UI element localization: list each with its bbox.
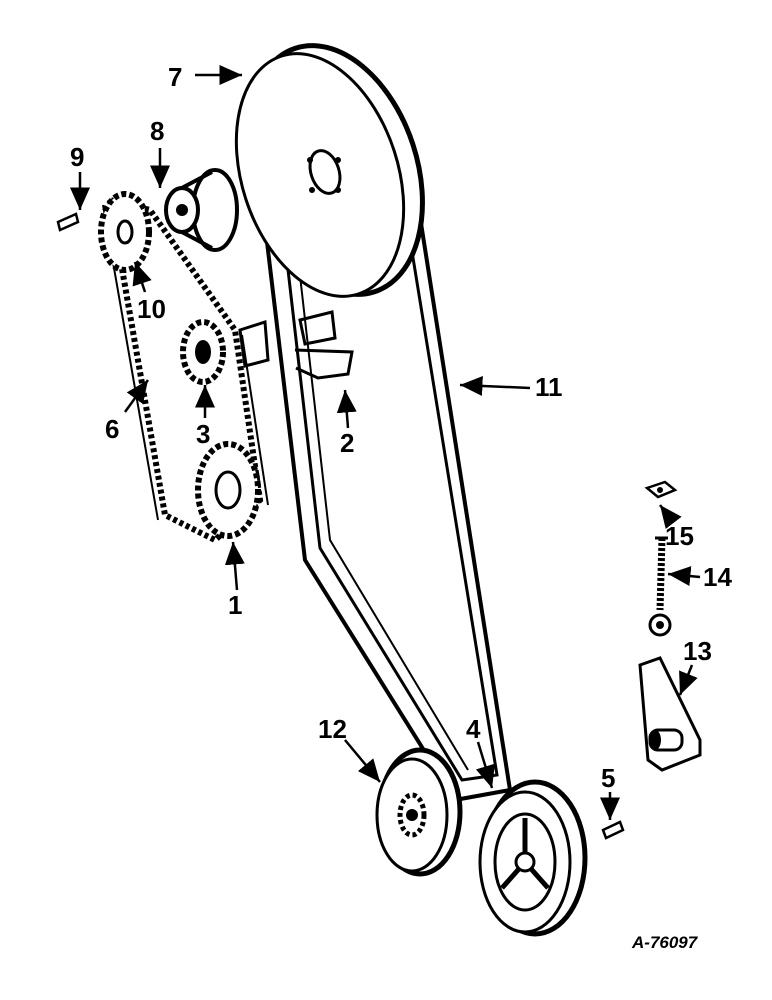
callout-7: 7 — [168, 62, 182, 92]
callout-labels: 7 8 9 10 3 6 1 2 11 15 14 13 12 4 5 — [70, 62, 732, 793]
small-pulley — [375, 747, 463, 877]
lower-sprocket — [195, 441, 261, 539]
callout-3: 3 — [196, 419, 210, 449]
idler-pulley — [478, 779, 588, 937]
nut — [644, 480, 678, 499]
upper-sprocket — [98, 191, 152, 273]
callout-10: 10 — [137, 294, 166, 324]
idler-sprocket — [180, 319, 226, 385]
eye-bolt — [648, 536, 672, 637]
callout-8: 8 — [150, 116, 164, 146]
callout-12: 12 — [318, 714, 347, 744]
key-5 — [601, 820, 625, 840]
bracket — [238, 310, 354, 380]
callout-5: 5 — [601, 763, 615, 793]
callout-13: 13 — [683, 636, 712, 666]
callout-1: 1 — [228, 590, 242, 620]
callout-4: 4 — [466, 714, 481, 744]
hub — [164, 168, 239, 252]
plate-id: A-76097 — [631, 933, 699, 952]
mounting-bracket — [638, 656, 702, 772]
callout-6: 6 — [105, 414, 119, 444]
large-pulley — [234, 43, 425, 298]
leader-lines — [70, 65, 701, 820]
callout-2: 2 — [340, 428, 354, 458]
callout-14: 14 — [703, 562, 732, 592]
callout-15: 15 — [665, 521, 694, 551]
key-9 — [56, 212, 80, 232]
callout-9: 9 — [70, 142, 84, 172]
callout-11: 11 — [535, 372, 563, 402]
